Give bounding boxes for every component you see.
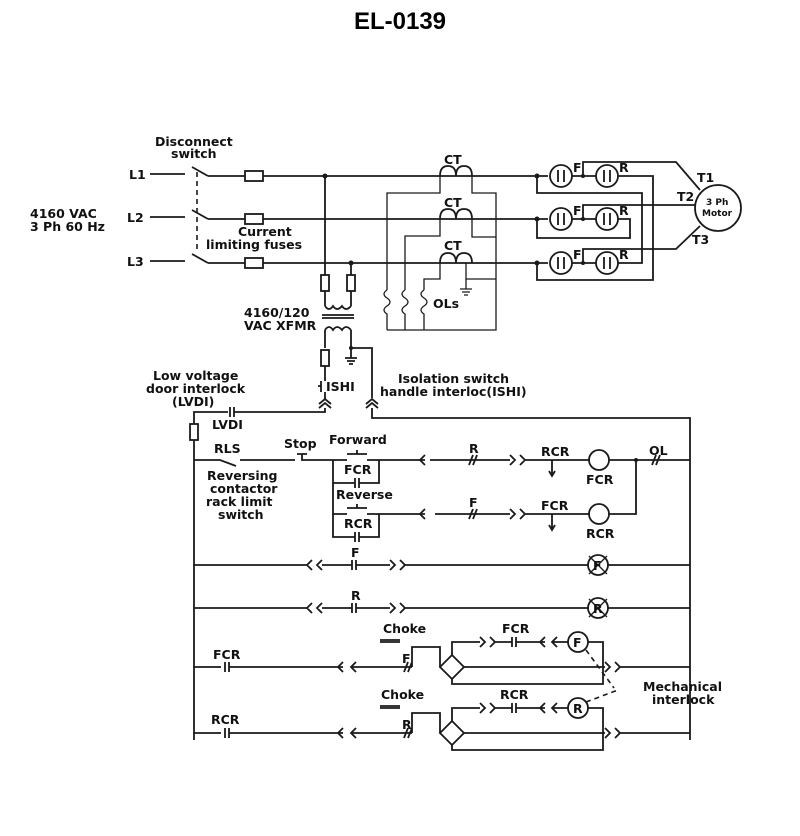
control-circuit: ISHI Isolation switch handle interloc(IS… [146,330,722,751]
lvdi-desc-3: (LVDI) [172,394,214,409]
reverse-pb-label: Reverse [336,487,393,502]
mech-interlock-2: interlock [652,692,715,707]
choke-label-2: Choke [381,687,424,702]
r-coil-label: R [573,701,583,716]
r-label-3: R [619,247,629,262]
motor-symbol [694,184,742,232]
disconnect-label-1: Disconnect [155,134,233,149]
fcr-contact-label: FCR [213,647,241,662]
rcr-coil-label: RCR [586,526,615,541]
line-label-l3: L3 [127,254,144,269]
motor-label-2: Motor [702,209,733,219]
choke-f-label: F [402,651,411,666]
supply-label-2: 3 Ph 60 Hz [30,219,105,234]
f-indicator-lamp [587,554,609,576]
r-nc-label: R [469,441,479,456]
choke-label-1: Choke [383,621,426,636]
motor-label-1: 3 Ph [706,198,728,208]
f-nc-label: F [469,495,478,510]
ishi-desc-2: handle interloc(ISHI) [380,384,527,399]
rls-desc-4: switch [218,507,264,522]
current-transformers: CT CT CT OLs [383,152,497,331]
ols-label: OLs [433,296,459,311]
power-circuit: 4160 VAC 3 Ph 60 Hz L1 L2 L3 Disconnect … [30,134,742,333]
f-coil-label: F [573,635,582,650]
f-lamp-label: F [593,558,602,573]
t1-label: T1 [697,170,714,185]
r-label-1: R [619,160,629,175]
t3-label: T3 [692,232,709,247]
xfmr-label-2: VAC XFMR [244,318,317,333]
fcr-rect-label: FCR [502,621,530,636]
rls-label: RLS [214,441,241,456]
rcr-seal-label: RCR [344,516,373,531]
stop-label: Stop [284,436,317,451]
ishi-label: ISHI [326,379,355,394]
forward-pb-label: Forward [329,432,387,447]
ct-label-1: CT [444,152,462,167]
supply-label-1: 4160 VAC [30,206,97,221]
ishi-desc-1: Isolation switch [398,371,509,386]
r-label-2: R [619,203,629,218]
t2-label: T2 [677,189,694,204]
fuse-l1 [244,170,264,182]
fuses-label-2: limiting fuses [206,237,302,252]
rcr-contact-label: RCR [211,712,240,727]
fcr-seal-label: FCR [344,462,372,477]
fuses-label-1: Current [238,224,292,239]
fcr-coil [588,449,610,471]
f-label-1: F [573,160,582,175]
ol-label: OL [649,443,668,458]
choke-r-label: R [402,717,412,732]
reversing-contactors: F F F R R R 3 Ph Motor T1 T2 T3 [534,160,742,281]
f-aux-label: F [351,545,360,560]
line-label-l2: L2 [127,210,144,225]
f-label-2: F [573,203,582,218]
ct-label-3: CT [444,238,462,253]
rcr-rect-label: RCR [500,687,529,702]
fcr-coil-label: FCR [586,472,614,487]
fuse-l3 [244,257,264,269]
rcr-nc-label: RCR [541,444,570,459]
ct-label-2: CT [444,195,462,210]
lvdi-desc-1: Low voltage [153,368,238,383]
fcr-nc-label: FCR [541,498,569,513]
r-aux-label: R [351,588,361,603]
r-lamp-label: R [593,601,603,616]
line-label-l1: L1 [129,167,146,182]
rcr-coil [588,503,610,525]
xfmr-label-1: 4160/120 [244,305,310,320]
f-label-3: F [573,247,582,262]
fuse-l2 [244,213,264,225]
rls-desc-1: Reversing [207,468,277,483]
r-indicator-lamp [587,597,609,619]
disconnect-label-2: switch [171,146,217,161]
rls-desc-2: contactor [210,481,278,496]
rls-desc-3: rack limit [206,494,273,509]
diagram-title: EL-0139 [353,8,447,35]
mech-interlock-1: Mechanical [643,679,722,694]
lvdi-label: LVDI [212,417,243,432]
lvdi-desc-2: door interlock [146,381,246,396]
mechanical-interlock-link [585,649,619,703]
